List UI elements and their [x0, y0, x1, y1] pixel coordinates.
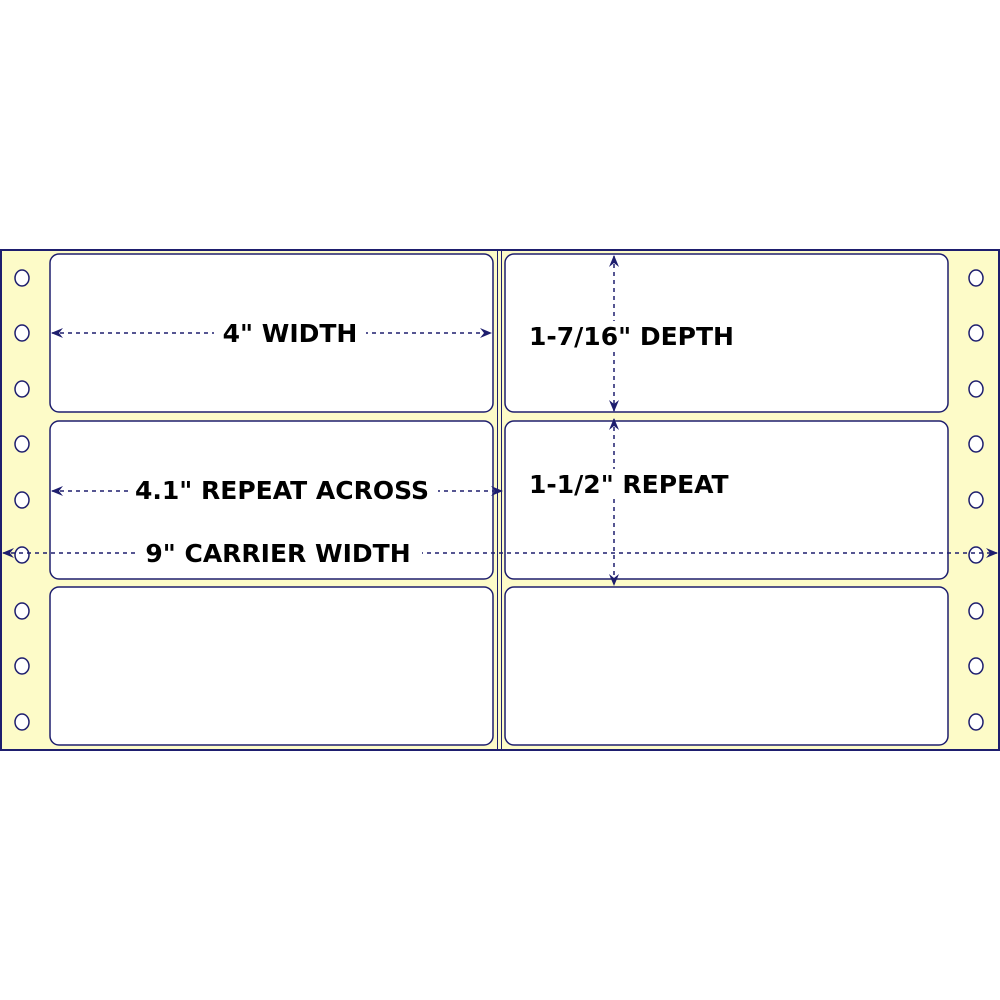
- pin-hole: [968, 602, 984, 620]
- label-r3-c2: [504, 586, 949, 746]
- depth-label: 1-7/16" DEPTH: [529, 322, 734, 351]
- repeat-label: 1-1/2" REPEAT: [529, 470, 729, 499]
- pin-holes-right: [968, 269, 984, 731]
- pin-holes-left: [14, 269, 30, 731]
- repeat-across-label: 4.1" REPEAT ACROSS: [135, 476, 429, 505]
- width-label: 4" WIDTH: [223, 319, 358, 348]
- pin-hole: [968, 380, 984, 398]
- pin-hole: [14, 713, 30, 731]
- pin-hole: [14, 546, 30, 564]
- pin-hole: [968, 324, 984, 342]
- pin-hole: [968, 269, 984, 287]
- pin-hole: [968, 657, 984, 675]
- pin-hole: [968, 491, 984, 509]
- pin-hole: [14, 657, 30, 675]
- pin-hole: [14, 324, 30, 342]
- pin-hole: [14, 602, 30, 620]
- label-r2-c2: [504, 420, 949, 580]
- label-r3-c1: [49, 586, 494, 746]
- carrier-width-label: 9" CARRIER WIDTH: [145, 539, 410, 568]
- pin-hole: [968, 546, 984, 564]
- pin-hole: [968, 435, 984, 453]
- pin-hole: [14, 380, 30, 398]
- pin-hole: [968, 713, 984, 731]
- pin-hole: [14, 435, 30, 453]
- text-backgrounds: [128, 318, 752, 568]
- pin-hole: [14, 269, 30, 287]
- pin-hole: [14, 491, 30, 509]
